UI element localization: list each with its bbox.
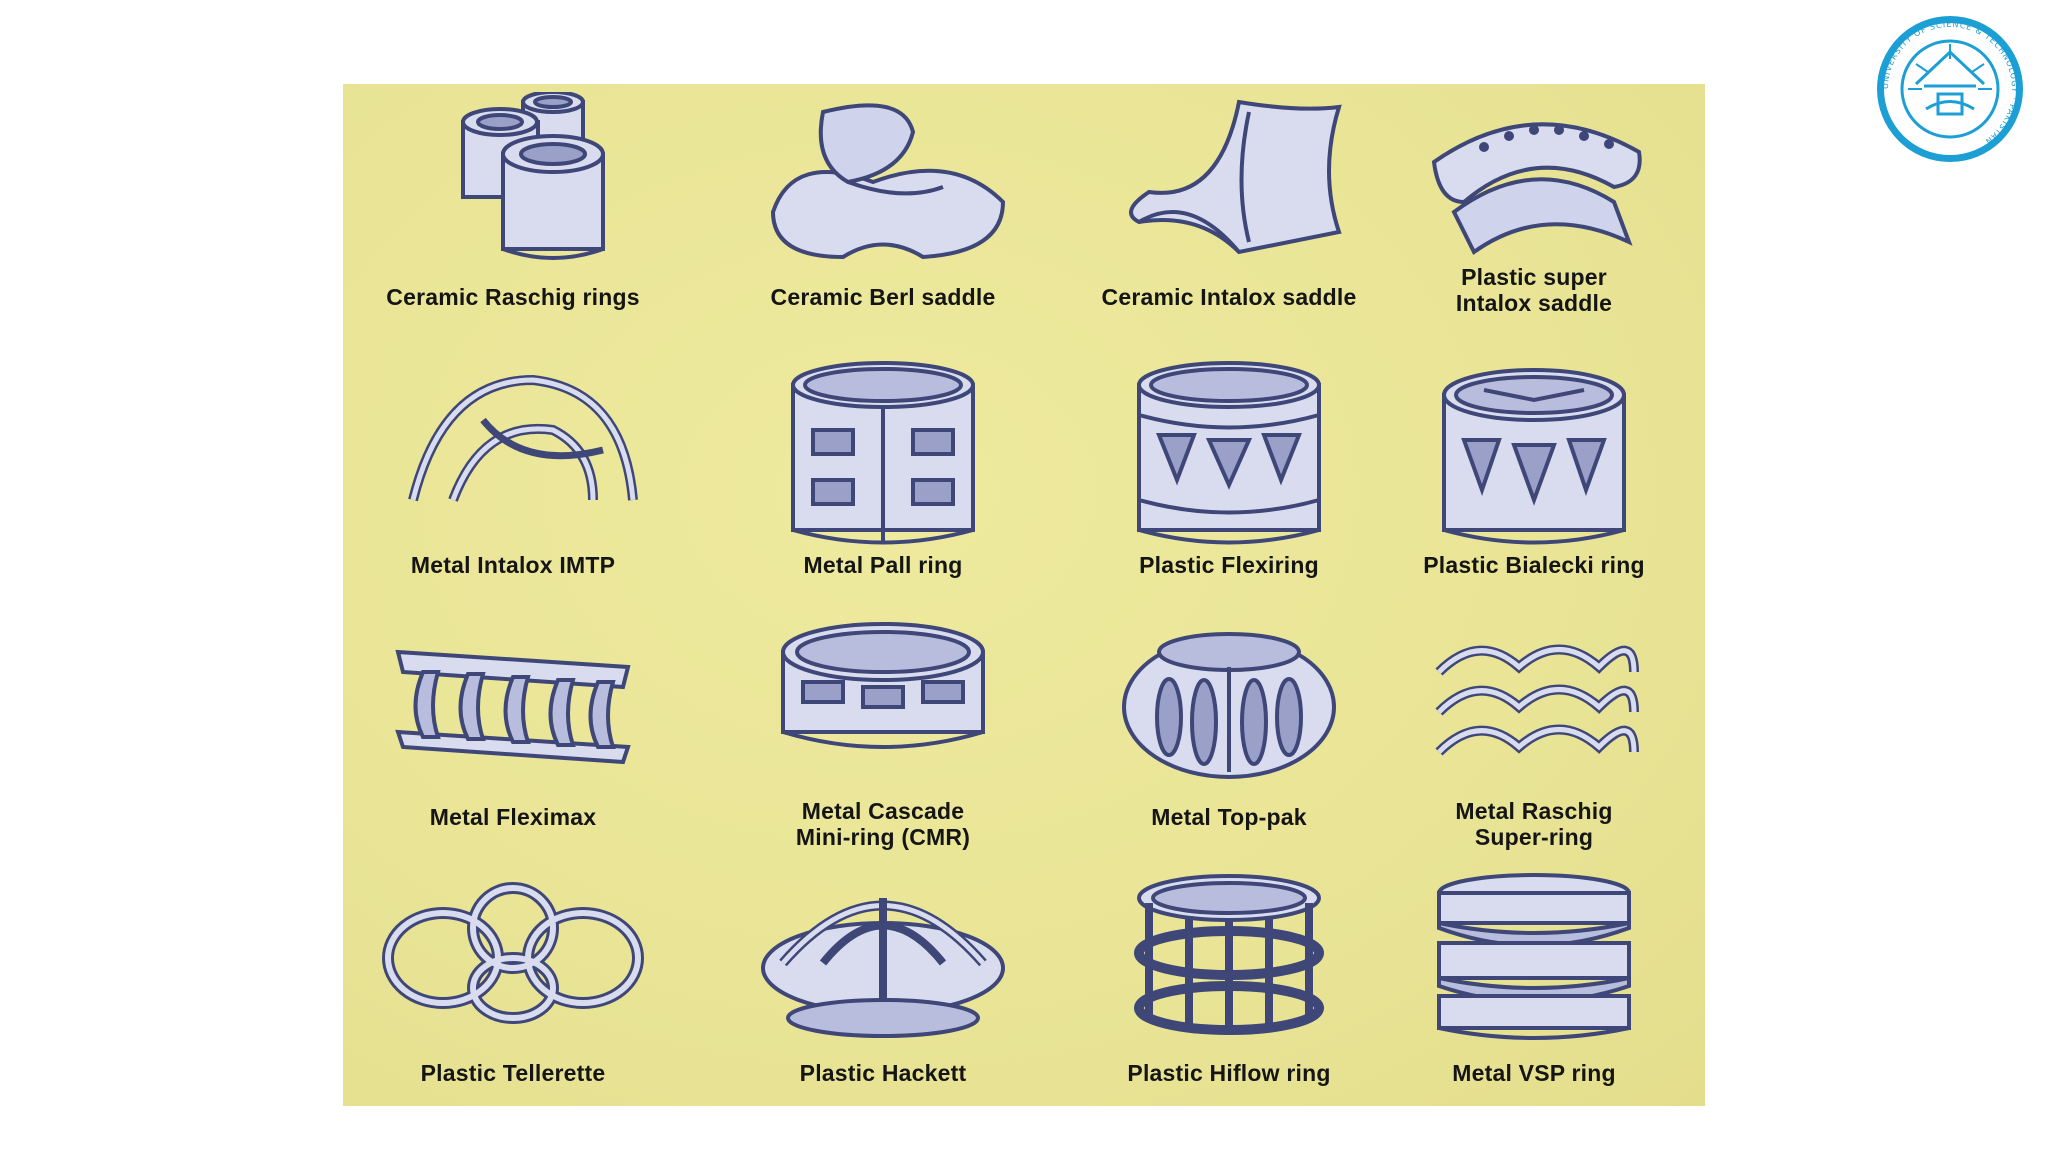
packing-plastic-tellerette: Plastic Tellerette [343,860,683,1115]
packing-metal-pall-ring: Metal Pall ring [713,352,1053,607]
packing-metal-cascade-mini-ring: Metal Cascade Mini-ring (CMR) [713,604,1053,859]
flexiring-icon [1137,361,1321,545]
cascade-mini-ring-icon [781,622,985,749]
packing-plastic-super-intalox-saddle: Plastic super Intalox saddle [1364,84,1704,339]
packing-caption: Plastic Hackett [799,1060,967,1086]
packing-plastic-hiflow-ring: Plastic Hiflow ring [1059,860,1399,1115]
berl-saddle-icon [770,103,1006,260]
hackett-icon [761,898,1005,1038]
tellerette-icon [382,882,644,1024]
packing-caption: Metal Raschig Super-ring [1455,798,1613,850]
packing-caption: Metal Cascade Mini-ring (CMR) [795,798,971,850]
packing-metal-fleximax: Metal Fleximax [343,604,683,859]
bialecki-ring-icon [1442,368,1626,545]
packing-metal-intalox-imtp: Metal Intalox IMTP [343,352,683,607]
university-seal-icon: UNIVERSITY OF SCIENCE & TECHNOLOGY · PAK… [1877,16,2023,162]
packing-caption: Plastic Flexiring [1139,552,1319,578]
packing-plastic-flexiring: Plastic Flexiring [1059,352,1399,607]
hiflow-ring-icon [1134,874,1324,1035]
pall-ring-icon [791,361,975,545]
raschig-rings-icon [461,92,605,260]
raschig-super-ring-icon [1435,644,1639,756]
packing-caption: Plastic Tellerette [420,1060,606,1086]
packings-figure: Ceramic Raschig rings Ceramic Berl saddl… [343,84,1705,1106]
packing-caption: Metal Fleximax [429,804,597,830]
packing-ceramic-intalox-saddle: Ceramic Intalox saddle [1059,84,1399,339]
packing-caption: Metal Intalox IMTP [410,552,616,578]
packing-metal-raschig-super-ring: Metal Raschig Super-ring [1364,604,1704,859]
packing-caption: Ceramic Berl saddle [770,284,996,310]
packing-caption: Metal VSP ring [1452,1060,1616,1086]
packing-caption: Ceramic Raschig rings [386,284,640,310]
packing-caption: Plastic Hiflow ring [1127,1060,1331,1086]
packing-ceramic-berl-saddle: Ceramic Berl saddle [713,84,1053,339]
packing-caption: Plastic super Intalox saddle [1455,264,1613,316]
imtp-icon [408,374,638,502]
vsp-ring-icon [1437,873,1631,1040]
packing-caption: Plastic Bialecki ring [1423,552,1645,578]
intalox-saddle-icon [1129,99,1342,255]
top-pak-icon [1122,632,1336,779]
packing-plastic-hackett: Plastic Hackett [713,860,1053,1115]
packing-ceramic-raschig-rings: Ceramic Raschig rings [343,84,683,339]
packing-caption: Ceramic Intalox saddle [1101,284,1357,310]
packing-metal-top-pak: Metal Top-pak [1059,604,1399,859]
packing-plastic-bialecki-ring: Plastic Bialecki ring [1364,352,1704,607]
super-intalox-saddle-icon [1431,122,1642,255]
packing-caption: Metal Top-pak [1151,804,1307,830]
fleximax-icon [395,649,631,765]
packing-metal-vsp-ring: Metal VSP ring [1364,860,1704,1115]
packing-caption: Metal Pall ring [803,552,963,578]
